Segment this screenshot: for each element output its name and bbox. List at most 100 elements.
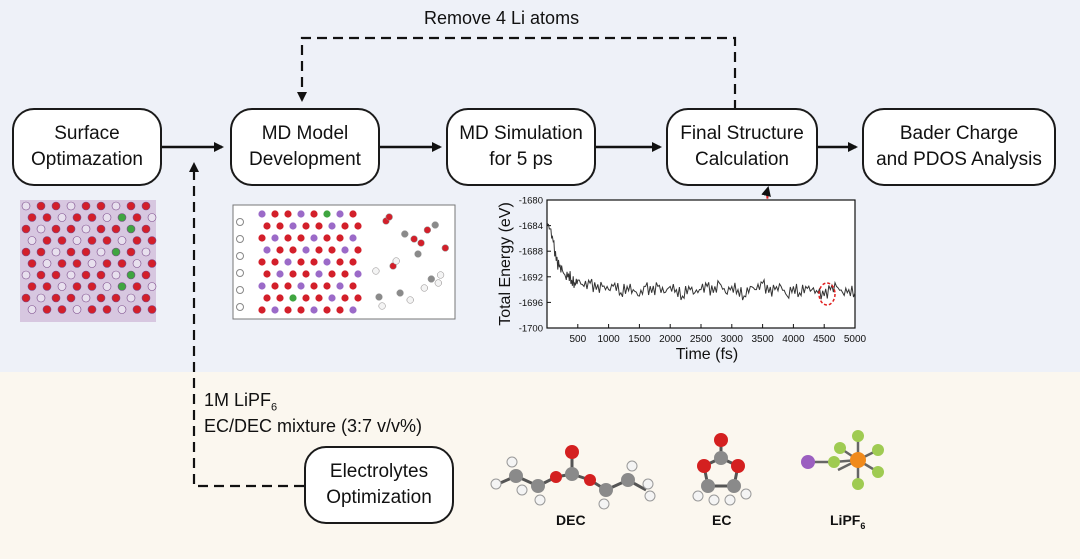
atom [310,282,318,290]
atom [385,213,393,221]
x-tick-label: 2500 [690,334,713,345]
atom [51,293,61,303]
simulation-panel [0,0,1080,372]
atom [354,294,362,302]
lipf6-label: LiPF6 [830,512,866,531]
atom [87,305,97,314]
atom [102,282,112,291]
y-tick-label: -1700 [519,324,543,335]
atom [141,270,151,280]
atom [341,270,349,278]
atom [263,222,271,230]
atom [27,213,37,222]
md-simulation-box: MD Simulation for 5 ps [446,108,596,186]
atom [72,236,82,245]
atom [51,224,61,234]
atom [271,306,279,314]
atom [284,282,292,290]
atom [336,282,344,290]
atom [263,294,271,302]
atom [341,294,349,302]
atom [423,226,431,234]
atom [132,213,142,222]
atom [126,293,136,303]
atom [126,270,136,280]
atom [72,213,82,222]
atom [42,236,52,245]
y-tick-label: -1692 [519,272,543,283]
atom [401,230,409,238]
surface-optimization-box: Surface Optimazation [12,108,162,186]
feedback-label: Remove 4 Li atoms [424,8,580,28]
atom [302,246,310,254]
atom [263,270,271,278]
atom [36,201,46,211]
atom [258,258,266,266]
atom [271,258,279,266]
atom [323,258,331,266]
y-tick-label: -1680 [519,196,543,207]
y-tick-label: -1688 [519,247,543,258]
atom [36,293,46,303]
atom [323,306,331,314]
ec-label: EC [712,512,732,528]
atom [323,210,331,218]
atom [284,210,292,218]
bader-pdos-box: Bader Charge and PDOS Analysis [862,108,1056,186]
atom [354,246,362,254]
atom [289,246,297,254]
atom [258,234,266,242]
atom [111,224,121,234]
atom [132,282,142,291]
atom [236,269,244,277]
lipf6-molecule [801,430,884,490]
atom [102,259,112,268]
atom [117,282,127,291]
atom [354,222,362,230]
atom [258,306,266,314]
atom [349,282,357,290]
atom [27,259,37,268]
atom [434,279,442,287]
atom [406,296,414,304]
atom [81,224,91,234]
atom [81,201,91,211]
atom [66,201,76,211]
atom [276,222,284,230]
atom [349,234,357,242]
atom [57,282,67,291]
x-tick-label: 1000 [597,334,620,345]
atom [51,201,61,211]
atom [289,294,297,302]
atom [21,247,31,257]
atom [96,293,106,303]
atom [147,259,157,268]
ec-molecule [692,433,752,506]
x-tick-label: 2000 [659,334,682,345]
atom [72,305,82,314]
atom [271,234,279,242]
atom [42,213,52,222]
atom [27,236,37,245]
atom [57,305,67,314]
atom [66,293,76,303]
atom [141,201,151,211]
atom [141,293,151,303]
x-tick-label: 1500 [628,334,651,345]
atom [96,224,106,234]
atom [57,259,67,268]
atom [310,234,318,242]
electrolytes-optimization-box: Electrolytes Optimization [304,446,454,524]
atom [302,270,310,278]
atom [302,294,310,302]
x-tick-label: 4000 [782,334,805,345]
atom [87,213,97,222]
atom [258,210,266,218]
atom [66,247,76,257]
atom [87,236,97,245]
atom [21,201,31,211]
atom [315,270,323,278]
atom [236,252,244,260]
